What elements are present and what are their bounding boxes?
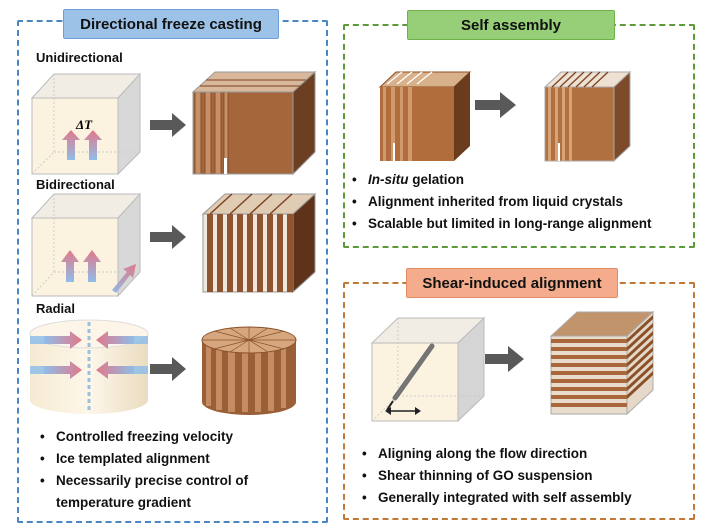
freeze-bullet-1: Controlled freezing velocity [38,426,248,448]
unidirectional-cube [30,72,142,176]
shear-bullet-2: Shear thinning of GO suspension [360,465,632,487]
shear-bullet-3: Generally integrated with self assembly [360,487,632,509]
bidirectional-label: Bidirectional [36,177,115,192]
arrow-shear [485,346,524,372]
radial-label: Radial [36,301,76,316]
self-bullet-2: Alignment inherited from liquid crystals [350,191,652,213]
shear-cube [370,316,486,423]
freeze-bullet-2: Ice templated alignment [38,448,248,470]
delta-t-label: ΔT [75,117,93,132]
freeze-bullet-3-line2: temperature gradient [56,495,192,510]
self-bullet-1: In-situ gelation [350,169,652,191]
arrow-self-assembly [475,92,516,118]
radial-aligned-cylinder [201,326,297,415]
arrow-unidirectional [150,113,186,137]
freeze-bullet-3-line1: Necessarily precise control of [56,473,249,488]
self-assembly-aligned-block [543,70,632,163]
self-bullet-3: Scalable but limited in long-range align… [350,213,652,235]
radial-cylinder [29,319,149,414]
freeze-bullet-3: Necessarily precise control of temperatur… [38,470,248,514]
freeze-casting-title: Directional freeze casting [63,9,279,39]
arrow-bidirectional [150,225,186,249]
self-assembly-bullets: In-situ gelation Alignment inherited fro… [350,169,652,235]
self-assembly-initial-block [378,71,472,161]
unidirectional-aligned-block [191,70,317,176]
self-bullet-1-rest: gelation [408,172,465,187]
bidirectional-cube [30,192,142,298]
shear-alignment-title: Shear-induced alignment [406,268,618,298]
shear-bullets: Aligning along the flow direction Shear … [360,443,632,509]
shear-aligned-stack [549,310,655,416]
arrow-radial [150,357,186,381]
bidirectional-aligned-block [201,192,317,294]
self-assembly-title: Self assembly [407,10,615,40]
unidirectional-label: Unidirectional [36,50,123,65]
in-situ-italic: In-situ [368,172,409,187]
process-arrows [150,92,524,381]
freeze-casting-bullets: Controlled freezing velocity Ice templat… [38,426,248,514]
shear-bullet-1: Aligning along the flow direction [360,443,632,465]
